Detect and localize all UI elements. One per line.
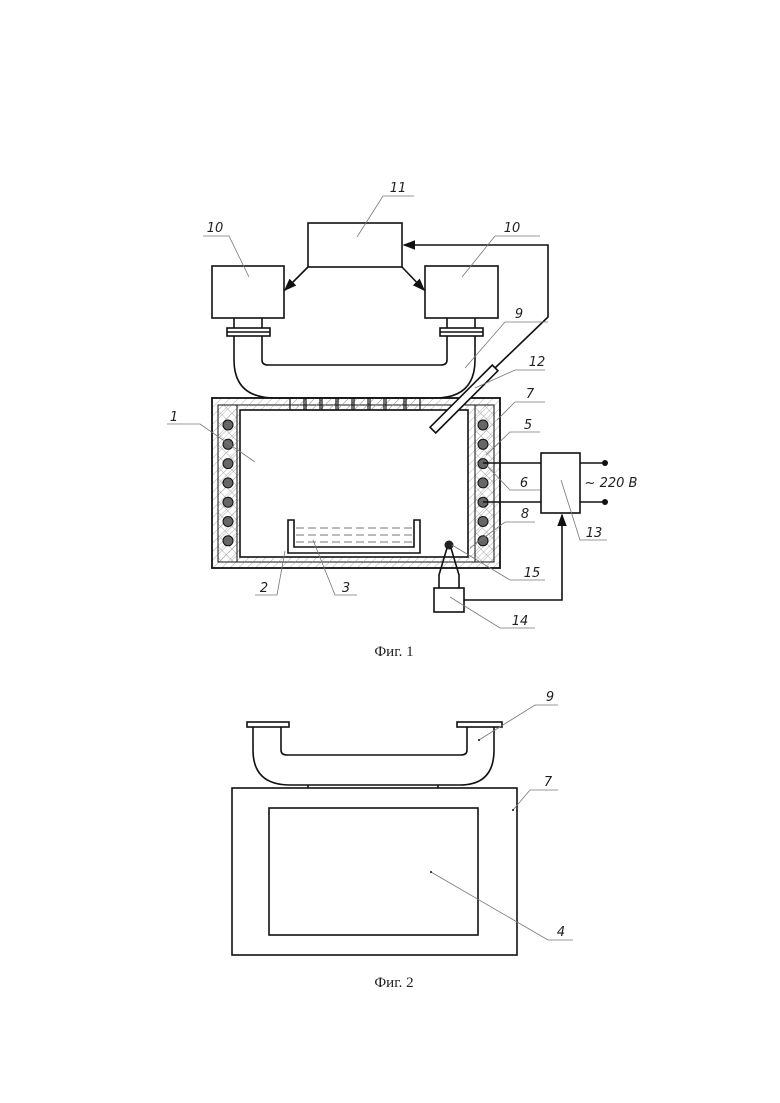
control-unit-11 bbox=[308, 223, 402, 267]
label-14: 14 bbox=[512, 614, 529, 629]
pipe-9 bbox=[247, 722, 502, 788]
pipe-9 bbox=[227, 318, 483, 398]
heating-coil-right bbox=[478, 478, 488, 488]
label-9: 9 bbox=[515, 307, 523, 322]
heating-coil-left bbox=[223, 420, 233, 430]
figure-2: 9 7 4 Фиг. 2 bbox=[232, 690, 573, 991]
heating-coil-left bbox=[223, 517, 233, 527]
grate bbox=[290, 398, 420, 410]
label-12: 12 bbox=[529, 355, 546, 370]
signal-arrow-left bbox=[285, 267, 308, 290]
figure-1: ~ 220 В 10 11 10 9 12 7 5 6 8 13 15 14 1 bbox=[167, 181, 638, 660]
regulator-14 bbox=[434, 588, 464, 612]
label-8: 8 bbox=[521, 507, 529, 522]
heating-coil-left bbox=[223, 459, 233, 469]
terminal-top bbox=[602, 460, 608, 466]
figure-1-caption: Фиг. 1 bbox=[374, 644, 413, 660]
label-10-left: 10 bbox=[207, 221, 224, 236]
terminal-bottom bbox=[602, 499, 608, 505]
figure-2-caption: Фиг. 2 bbox=[374, 975, 413, 991]
label-13: 13 bbox=[586, 526, 603, 541]
furnace-body-7 bbox=[232, 788, 517, 955]
power-unit-13 bbox=[541, 453, 580, 513]
label-2: 2 bbox=[260, 581, 268, 596]
label-9: 9 bbox=[546, 690, 554, 705]
signal-arrow-right bbox=[402, 267, 424, 290]
leader-lines bbox=[431, 705, 573, 940]
furnace-body bbox=[212, 398, 500, 568]
label-1: 1 bbox=[170, 410, 178, 425]
label-7: 7 bbox=[526, 387, 535, 402]
door-4[interactable] bbox=[269, 808, 478, 935]
heating-coil-right bbox=[478, 439, 488, 449]
label-10-right: 10 bbox=[504, 221, 521, 236]
label-4: 4 bbox=[557, 925, 565, 940]
label-5: 5 bbox=[524, 418, 532, 433]
pump-unit-right-10 bbox=[425, 266, 498, 318]
label-6: 6 bbox=[520, 476, 528, 491]
pump-unit-left-10 bbox=[212, 266, 284, 318]
voltage-label: ~ 220 В bbox=[585, 476, 638, 491]
label-11: 11 bbox=[390, 181, 407, 196]
heating-coil-right bbox=[478, 420, 488, 430]
heating-coil-left bbox=[223, 536, 233, 546]
heating-coil-left bbox=[223, 478, 233, 488]
label-7: 7 bbox=[544, 775, 553, 790]
label-15: 15 bbox=[524, 566, 541, 581]
heating-coil-right bbox=[478, 517, 488, 527]
label-3: 3 bbox=[342, 581, 350, 596]
heating-coil-left bbox=[223, 497, 233, 507]
